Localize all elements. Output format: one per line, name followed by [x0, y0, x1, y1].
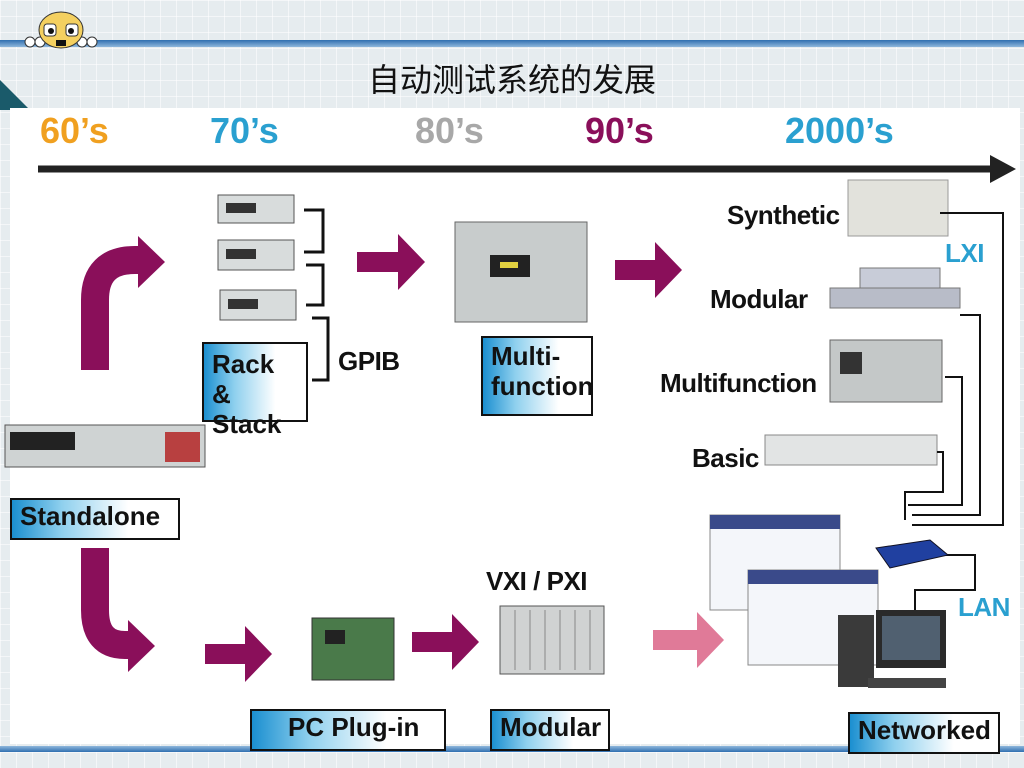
mascot-logo [24, 11, 98, 49]
arrow-multi-to-2000s [615, 242, 682, 298]
vxi-pxi-label: VXI / PXI [486, 566, 588, 596]
arrow-rack-to-multi [357, 234, 425, 290]
basic-label: Basic [692, 443, 759, 473]
modular-label: Modular [710, 284, 808, 314]
vxi-pxi-chassis [499, 605, 605, 675]
curved-arrow-down [81, 548, 132, 659]
networked-box: Networked [848, 712, 1000, 754]
curved-arrow-up [81, 246, 140, 370]
pc-plugin-box: PC Plug-in [250, 709, 446, 751]
era-label-70s: 70’s [210, 110, 279, 151]
modular-box: Modular [490, 709, 610, 751]
era-label-60s: 60’s [40, 110, 109, 151]
basic-instrument [764, 434, 938, 466]
rack-instruments [217, 194, 297, 321]
lan-label: LAN [958, 592, 1010, 622]
timeline-arrowhead [990, 155, 1016, 183]
multi-function-box: Multi- function [481, 336, 594, 416]
pc-computer-icon [838, 610, 946, 688]
router-icon [875, 539, 950, 569]
multifunction-instrument-90s [454, 221, 588, 323]
arrow-pcplugin-to-vxi [412, 614, 479, 670]
arrow-to-pcplugin [205, 626, 272, 682]
era-label-2000s: 2000’s [785, 110, 894, 151]
era-label-90s: 90’s [585, 110, 654, 151]
lxi-label: LXI [945, 238, 984, 268]
pc-plugin-card [311, 617, 395, 681]
standalone-instrument [4, 424, 206, 468]
era-label-80s: 80’s [415, 110, 484, 151]
gpib-label: GPIB [338, 346, 400, 376]
rack-stack-box: Rack & Stack [202, 342, 308, 439]
modular-instrument [829, 267, 961, 309]
arrow-vxi-to-networked [653, 612, 724, 668]
synthetic-label: Synthetic [727, 200, 840, 230]
corner-decoration [0, 80, 30, 110]
synthetic-instrument [847, 179, 949, 237]
multifunction-instrument-2000s [829, 339, 943, 403]
multifunction-label: Multifunction [660, 368, 817, 398]
standalone-box: Standalone [10, 498, 180, 540]
page-title: 自动测试系统的发展 [367, 61, 656, 99]
header-bar [0, 40, 1024, 47]
